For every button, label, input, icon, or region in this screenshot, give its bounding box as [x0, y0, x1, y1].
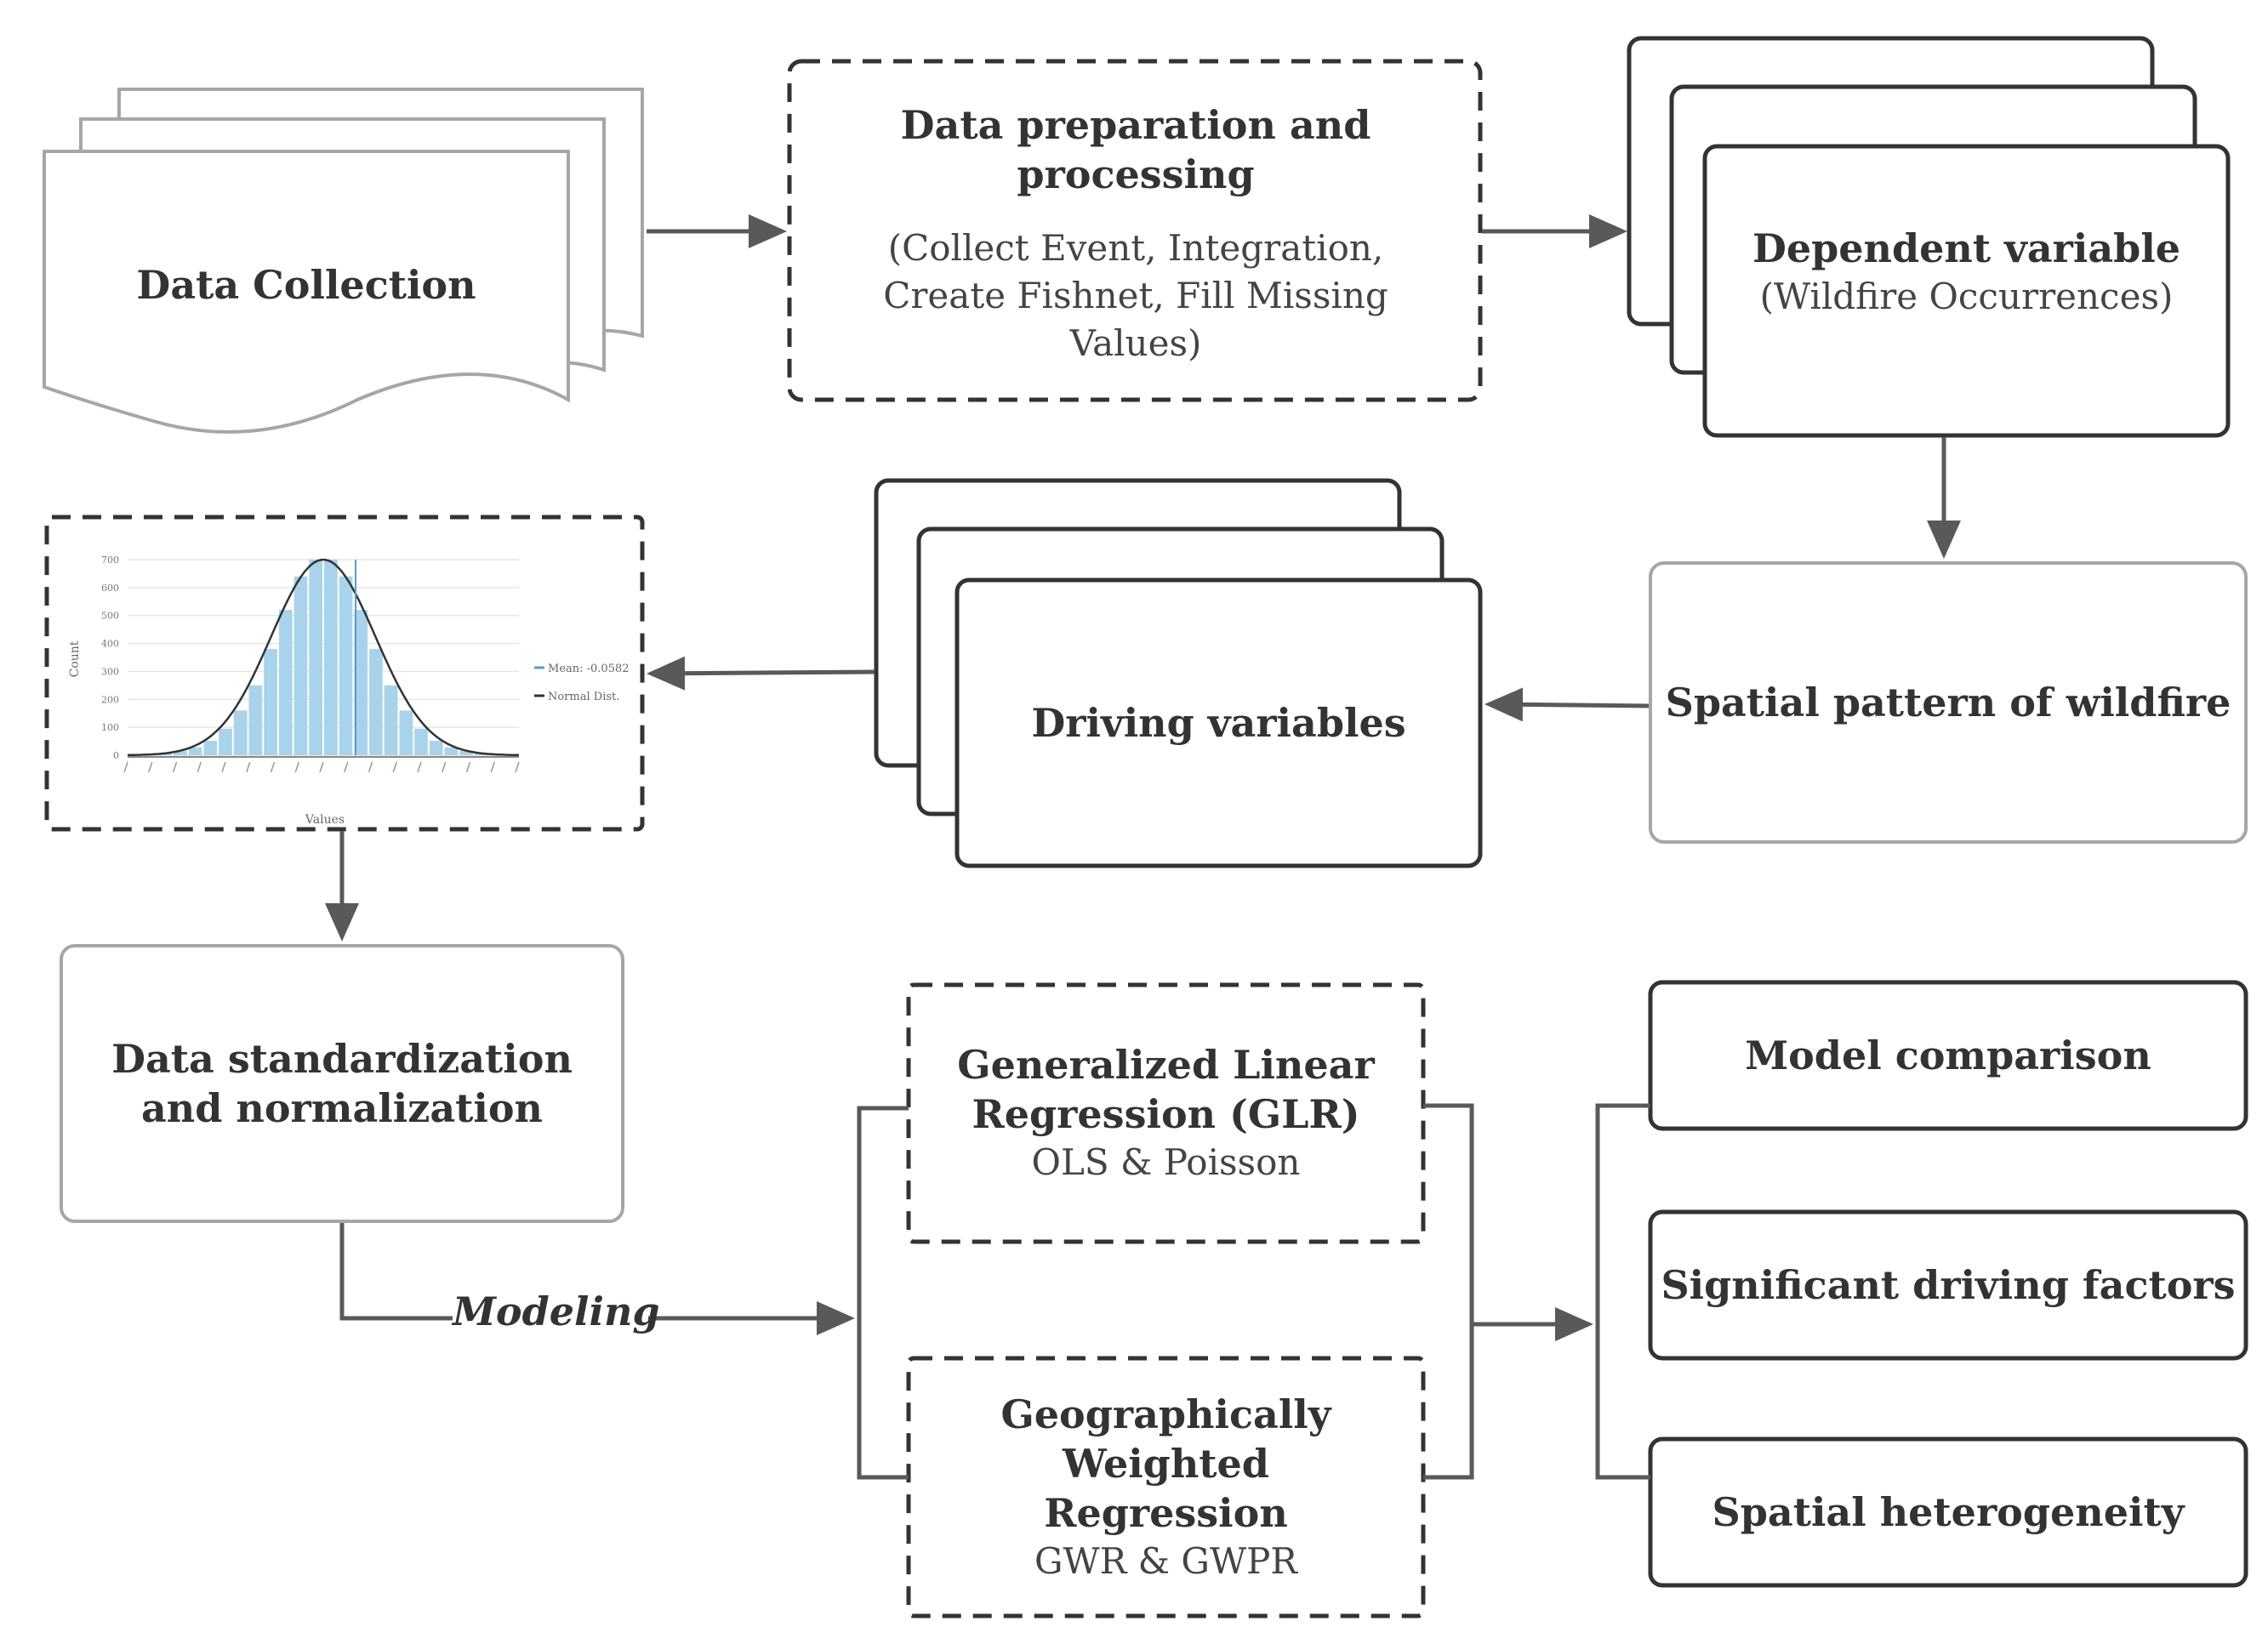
arrow-driving-to-histogram: [647, 656, 875, 691]
hist-legend-normal: Normal Dist.: [548, 691, 619, 703]
hist-ytick-label: 200: [101, 694, 119, 705]
hist-xtick: [197, 761, 202, 773]
gwr-node: Geographically Weighted Regression GWR &…: [909, 1358, 1423, 1616]
bracket-left-models: [857, 1106, 909, 1480]
significant-factors-node: Significant driving factors: [1650, 1212, 2246, 1358]
hist-ytick-label: 300: [101, 666, 119, 677]
significant-factors-title: Significant driving factors: [1661, 1262, 2236, 1308]
dependent-variable-stack: [1627, 36, 2231, 438]
driving-variables-title: Driving variables: [1031, 700, 1406, 746]
histogram-bar: [354, 610, 368, 755]
hist-xtick: [294, 761, 299, 773]
hist-ylabel: Count: [68, 640, 82, 677]
model-comparison-title: Model comparison: [1745, 1032, 2151, 1078]
histogram-bar: [459, 751, 473, 755]
hist-ytick-label: 100: [101, 722, 119, 733]
histogram-bar: [369, 649, 383, 755]
data-standardization-box: [60, 944, 624, 1223]
hist-xtick: [344, 761, 349, 773]
hist-xtick: [270, 761, 276, 773]
data-standardization-node: Data standardization and normalization: [61, 946, 623, 1221]
glr-title: Generalized Linear Regression (GLR): [957, 1042, 1375, 1137]
driving-variables-stack: [874, 478, 1483, 868]
hist-xtick: [246, 761, 251, 773]
histogram-bar: [444, 747, 459, 755]
hist-xtick: [319, 761, 324, 773]
data-preparation-node: Data preparation and processing (Collect…: [800, 94, 1472, 374]
hist-xtick: [368, 761, 373, 773]
glr-subtitle: OLS & Poisson: [1031, 1141, 1301, 1183]
histogram-bar: [248, 685, 263, 755]
histogram-bar: [293, 576, 308, 755]
histogram-bar: [278, 610, 293, 755]
histogram-bar: [399, 710, 413, 755]
hist-legend-mean: Mean: -0.0582: [548, 663, 630, 675]
hist-ytick-label: 700: [101, 555, 119, 566]
data-standardization-title: Data standardization and normalization: [111, 1036, 573, 1131]
histogram-bar: [174, 751, 187, 755]
hist-xtick: [490, 761, 495, 773]
spatial-heterogeneity-node: Spatial heterogeneity: [1650, 1439, 2246, 1585]
model-comparison-box: [1648, 980, 2248, 1131]
gwr-subtitle: GWR & GWPR: [1034, 1539, 1298, 1582]
histogram-bar: [188, 747, 202, 755]
arrow-standardization-to-models: [339, 1223, 855, 1335]
gwr-title: Geographically Weighted Regression: [1000, 1391, 1331, 1536]
data-collection-shape: [43, 88, 644, 434]
dependent-variable-title: Dependent variable: [1752, 225, 2181, 271]
normal-distribution-curve: [127, 558, 520, 757]
hist-xlabel: Values: [305, 813, 345, 827]
hist-xtick: [417, 761, 422, 773]
gwr-box: [906, 1356, 1426, 1618]
histogram-bar: [414, 728, 428, 755]
histogram-bar: [429, 740, 443, 755]
histogram-chart: 0 100 200 300 400 500 600 700 Count Values Mean…: [68, 555, 630, 827]
hist-xtick: [172, 761, 178, 773]
glr-box: [906, 982, 1426, 1244]
hist-xtick: [148, 761, 153, 773]
data-collection-title: Data Collection: [136, 262, 476, 308]
arrow-spatial-pattern-to-driving: [1484, 687, 1650, 722]
hist-xtick: [515, 761, 520, 773]
spatial-pattern-title: Spatial pattern of wildfire: [1665, 680, 2231, 725]
glr-node: Generalized Linear Regression (GLR) OLS …: [909, 985, 1423, 1242]
driving-variables-node: Driving variables: [957, 580, 1480, 866]
spatial-pattern-box: [1649, 561, 2248, 844]
significant-factors-box: [1648, 1209, 2248, 1361]
dependent-variable-subtitle: (Wildfire Occurrences): [1759, 276, 2174, 317]
model-comparison-node: Model comparison: [1650, 982, 2246, 1129]
hist-ytick-label: 0: [113, 750, 119, 761]
histogram-bar: [264, 649, 277, 755]
data-preparation-subtitle: (Collect Event, Integration, Create Fish…: [883, 227, 1388, 364]
hist-ytick-label: 500: [101, 611, 119, 622]
histogram-bar: [384, 685, 398, 755]
histogram-bar: [233, 710, 248, 755]
data-collection-node: Data Collection: [44, 179, 568, 391]
histogram-bar: [339, 576, 353, 755]
hist-xtick: [392, 761, 397, 773]
bracket-right-models: [1423, 1103, 1474, 1480]
dependent-variable-node: Dependent variable (Wildfire Occurrences…: [1705, 196, 2228, 349]
spatial-heterogeneity-box: [1648, 1436, 2248, 1588]
data-preparation-box: [787, 59, 1483, 402]
histogram-bar: [309, 560, 322, 755]
hist-xtick: [123, 761, 128, 773]
spatial-pattern-node: Spatial pattern of wildfire: [1650, 563, 2246, 842]
hist-xtick: [221, 761, 226, 773]
histogram-bar: [219, 728, 232, 755]
hist-xtick: [465, 761, 471, 773]
histogram-bar: [324, 560, 338, 755]
bracket-outputs: [1595, 1103, 1650, 1480]
hist-ytick-label: 600: [101, 583, 119, 594]
data-preparation-title: Data preparation and processing: [900, 102, 1371, 197]
spatial-heterogeneity-title: Spatial heterogeneity: [1712, 1489, 2185, 1535]
hist-ytick-label: 400: [101, 639, 119, 650]
hist-xtick: [442, 761, 447, 773]
histogram-bar: [203, 740, 218, 755]
modeling-edge-label: Modeling: [453, 1288, 660, 1334]
